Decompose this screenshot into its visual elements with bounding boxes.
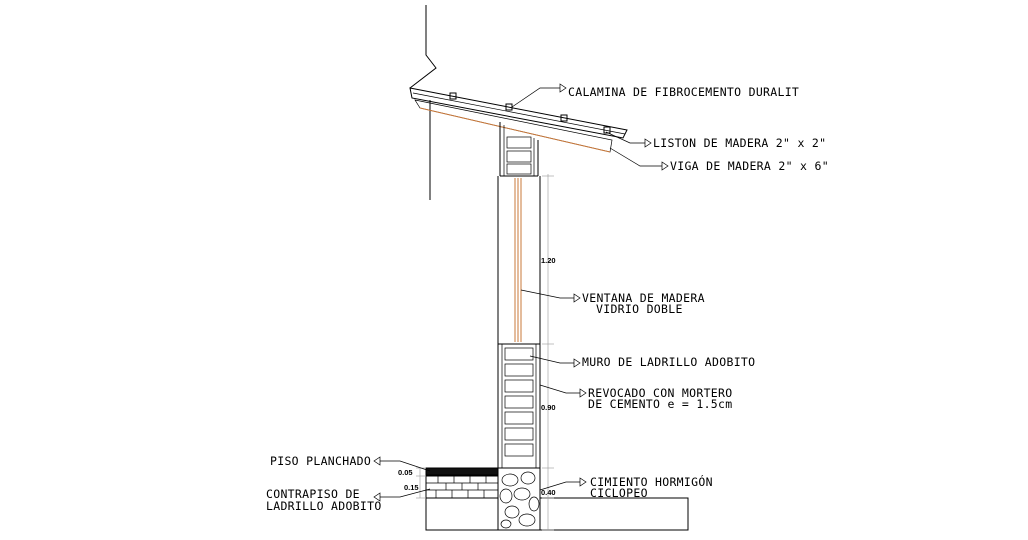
label-contrapiso-1: CONTRAPISO DE (266, 487, 360, 501)
label-contrapiso-2: LADRILLO ADOBITO (266, 499, 382, 513)
label-muro: MURO DE LADRILLO ADOBITO (582, 355, 755, 369)
leader-lines (373, 83, 669, 502)
dimension-lines (416, 174, 554, 531)
purlin (560, 114, 568, 122)
label-calamina: CALAMINA DE FIBROCEMENTO DURALIT (568, 85, 799, 99)
purlin (603, 126, 611, 134)
window-section (497, 176, 541, 345)
foundation (425, 468, 689, 531)
label-cimiento-2: CICLOPEO (590, 486, 648, 500)
roof-assembly (409, 87, 628, 153)
floor-assembly (425, 467, 499, 499)
label-revocado-2: DE CEMENTO e = 1.5cm (588, 397, 732, 411)
upper-wall-outline (409, 5, 437, 200)
dim-subfloor: 0.15 (404, 483, 419, 492)
dim-floor-finish: 0.05 (398, 468, 413, 477)
label-viga: VIGA DE MADERA 2" x 6" (670, 159, 829, 173)
label-ventana-1: VENTANA DE MADERA (582, 291, 705, 305)
dim-foundation: 0.40 (541, 488, 556, 497)
label-piso: PISO PLANCHADO (270, 454, 371, 468)
label-revocado-1: REVOCADO CON MORTERO (588, 386, 732, 400)
upper-masonry (499, 122, 539, 177)
roof-sheet (409, 87, 628, 139)
lower-masonry (497, 344, 541, 469)
purlin (449, 92, 457, 100)
dim-window-height: 1.20 (541, 256, 556, 265)
label-cimiento-1: CIMIENTO HORMIGÓN (590, 474, 713, 489)
label-ventana-2: VIDRIO DOBLE (596, 302, 683, 316)
label-liston: LISTON DE MADERA 2" x 2" (653, 136, 826, 150)
dim-wall-height: 0.90 (541, 403, 556, 412)
